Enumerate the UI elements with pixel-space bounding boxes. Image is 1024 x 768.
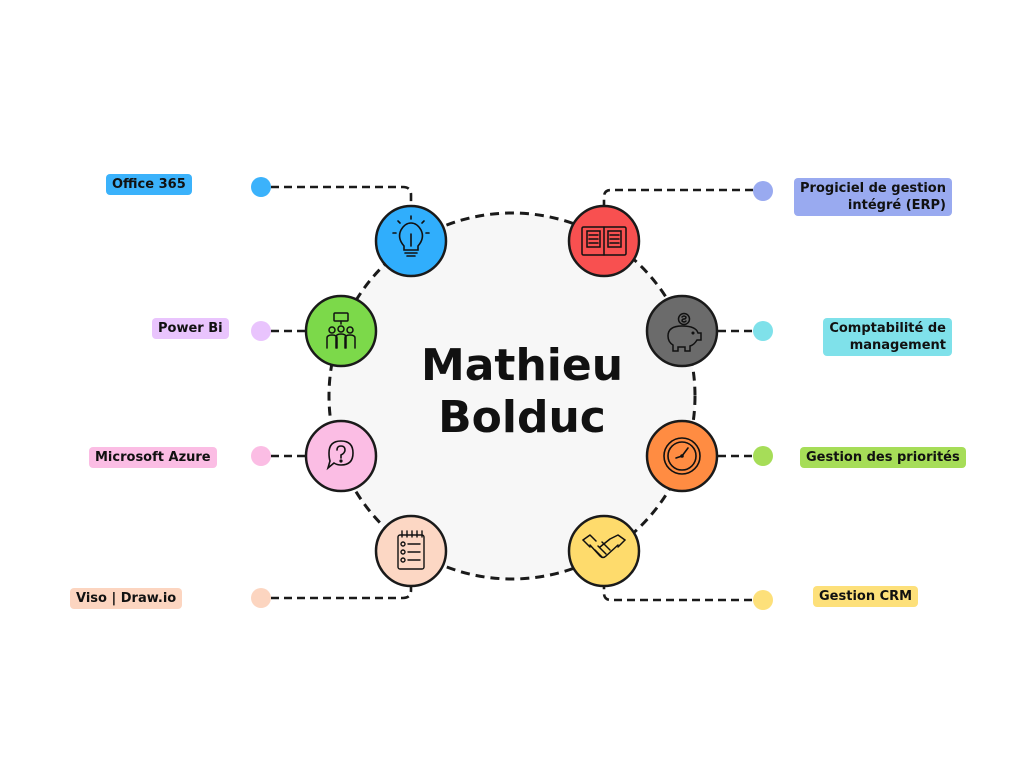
lightbulb-icon [392, 215, 430, 257]
node-compta [645, 294, 719, 368]
node-crm [567, 514, 641, 588]
node-powerbi [304, 294, 378, 368]
dot-viso [251, 588, 271, 608]
node-azure [304, 419, 378, 493]
label-office365: Office 365 [106, 174, 192, 195]
handshake-icon [582, 534, 626, 559]
connector-crm [602, 586, 752, 602]
center-title-line2: Bolduc [438, 392, 606, 443]
label-priorites: Gestion des priorités [800, 447, 966, 468]
clock-icon [663, 437, 701, 475]
node-priorites [645, 419, 719, 493]
center-title: Mathieu Bolduc [362, 340, 682, 444]
dot-powerbi [251, 321, 271, 341]
dot-erp [753, 181, 773, 201]
connector-erp [602, 188, 753, 208]
checklist-icon [397, 530, 425, 570]
dot-priorites [753, 446, 773, 466]
connector-viso [271, 585, 413, 600]
label-azure: Microsoft Azure [89, 447, 217, 468]
label-powerbi: Power Bi [152, 318, 229, 339]
label-erp: Progiciel de gestion intégré (ERP) [794, 178, 952, 216]
dot-compta [753, 321, 773, 341]
label-crm: Gestion CRM [813, 586, 919, 607]
label-viso: Viso | Draw.io [70, 588, 183, 609]
center-title-line1: Mathieu [420, 340, 624, 391]
node-viso [374, 514, 448, 588]
connector-office365 [271, 185, 413, 210]
label-compta: Comptabilité de management [823, 318, 952, 356]
question-bubble-icon [326, 440, 354, 471]
dot-office365 [251, 177, 271, 197]
node-office365 [374, 204, 448, 278]
dot-azure [251, 446, 271, 466]
node-erp [567, 204, 641, 278]
center-circle [327, 211, 697, 581]
piggy-bank-icon [667, 312, 702, 352]
team-presentation-icon [326, 312, 356, 349]
dot-crm [753, 590, 773, 610]
book-icon [581, 226, 627, 256]
